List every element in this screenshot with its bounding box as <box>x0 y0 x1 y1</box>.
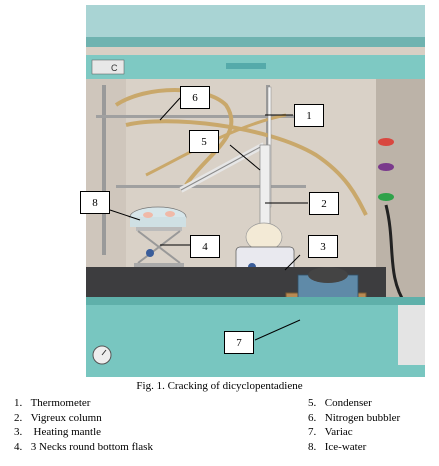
lab-jack-scissor <box>137 230 181 264</box>
legend-left: 1. Thermometer 2. Vigreux column 3. Heat… <box>14 396 153 454</box>
ice-water-bath-body <box>130 217 186 227</box>
callout-3: 3 <box>308 235 338 258</box>
vigreux-column <box>259 144 271 226</box>
hood-front-rail <box>86 297 425 305</box>
legend-number: 2. <box>14 411 23 424</box>
legend-item: 4. 3 Necks round bottom flask <box>14 440 153 455</box>
callout-4: 4 <box>190 235 220 258</box>
legend-item: 2. Vigreux column <box>14 411 153 426</box>
power-cable <box>384 204 408 306</box>
legend-number: 1. <box>14 397 23 409</box>
lab-jack-knob <box>146 249 154 257</box>
gas-valve-green <box>378 193 394 201</box>
callout-6: 6 <box>180 86 210 109</box>
horizontal-rod <box>116 185 306 188</box>
hood-control-panel <box>91 59 125 75</box>
legend-number: 4. <box>14 440 23 453</box>
legend-item: 1. Thermometer <box>14 396 153 411</box>
side-cabinet <box>398 305 425 365</box>
ice-cube <box>143 212 153 218</box>
support-rod <box>102 85 106 255</box>
horizontal-rod <box>96 115 296 118</box>
ice-cube <box>165 211 175 217</box>
legend-text: Heating mantle <box>30 426 102 438</box>
legend-text: Variac <box>324 426 353 438</box>
lab-apparatus-photo: C <box>86 5 425 377</box>
legend-number: 3. <box>14 426 23 438</box>
rubber-tubing <box>125 119 368 216</box>
legend-number: 7. <box>308 426 317 438</box>
hood-front-panel <box>86 297 425 377</box>
legend-number: 8. <box>308 440 317 453</box>
hood-right-wall <box>376 79 425 299</box>
gas-valve-purple <box>378 163 394 171</box>
legend-item: 6. Nitrogen bubbler <box>308 411 400 426</box>
legend-text: Ice-water <box>324 440 367 453</box>
legend-item: 3. Heating mantle <box>14 425 153 440</box>
legend-text: Thermometer <box>30 397 91 409</box>
legend-text: Nitrogen bubbler <box>324 411 401 424</box>
legend-text: Condenser <box>324 397 372 409</box>
rubber-tubing <box>114 88 234 187</box>
callout-7: 7 <box>224 331 254 354</box>
callout-8: 8 <box>80 191 110 214</box>
legend-number: 6. <box>308 411 317 424</box>
legend-number: 5. <box>308 397 317 409</box>
legend-text: 3 Necks round bottom flask <box>30 440 153 453</box>
legend-item: 5. Condenser <box>308 396 400 411</box>
legend-item: 8. Ice-water <box>308 440 400 455</box>
callout-5: 5 <box>189 130 219 153</box>
gas-valve-red <box>378 138 394 146</box>
figure-caption: Fig. 1. Cracking of dicyclopentadiene <box>136 380 303 392</box>
lab-jack-base <box>134 263 184 267</box>
callout-1: 1 <box>294 104 324 127</box>
hood-handle <box>226 63 266 69</box>
gauge-needle <box>101 349 107 356</box>
callout-2: 2 <box>309 192 339 215</box>
variac-dial <box>308 267 348 283</box>
legend-item: 7. Variac <box>308 425 400 440</box>
lab-jack-top <box>136 227 182 231</box>
legend-right: 5. Condenser 6. Nitrogen bubbler 7. Vari… <box>308 396 400 454</box>
legend-text: Vigreux column <box>30 411 102 424</box>
hood-panel-label: C <box>111 63 118 73</box>
hood-top-rail <box>86 37 425 47</box>
